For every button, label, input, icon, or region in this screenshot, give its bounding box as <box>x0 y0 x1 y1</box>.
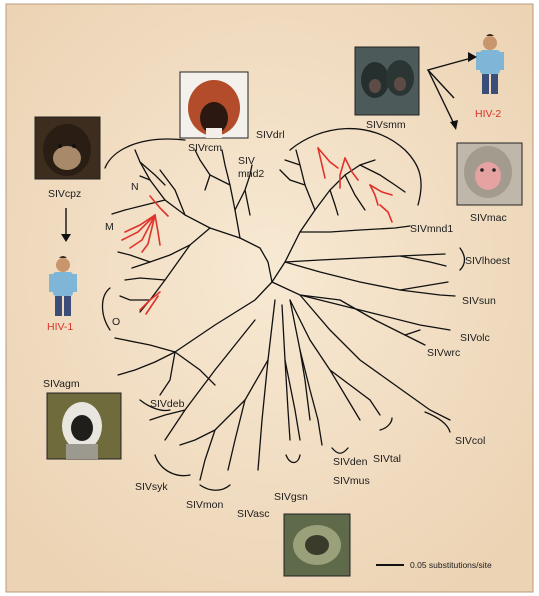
macaque-photo <box>456 142 523 206</box>
label-sivolc: SIVolc <box>460 332 490 344</box>
taxon-labels: SIVcpz HIV-1 N M O SIVrcm SIV mnd2 SIVdr… <box>43 108 510 570</box>
human-figure-hiv2 <box>476 34 504 94</box>
label-group-m: M <box>105 221 114 233</box>
label-sivcpz: SIVcpz <box>48 188 81 200</box>
label-sivmus: SIVmus <box>333 475 370 487</box>
label-group-n: N <box>131 181 139 193</box>
sooty-mangabey-photo <box>354 46 420 116</box>
label-sivmon: SIVmon <box>186 499 224 511</box>
label-sivsun: SIVsun <box>462 295 496 307</box>
label-sivasc: SIVasc <box>237 508 269 520</box>
label-sivsyk: SIVsyk <box>135 481 168 493</box>
label-sivmnd2-line1: SIV <box>238 155 255 167</box>
chimpanzee-photo <box>34 116 101 180</box>
label-hiv2: HIV-2 <box>475 108 501 120</box>
vervet-photo <box>46 392 122 460</box>
label-sivgsn: SIVgsn <box>274 491 308 503</box>
label-sivsmm: SIVsmm <box>366 119 406 131</box>
label-sivwrc: SIVwrc <box>427 347 460 359</box>
red-capped-mangabey-photo <box>179 71 249 139</box>
figure-background <box>5 3 534 593</box>
colobus-photo <box>283 513 351 577</box>
tree-branches <box>101 127 466 491</box>
human-figure-hiv1 <box>49 256 77 316</box>
label-sivmac: SIVmac <box>470 212 507 224</box>
label-hiv1: HIV-1 <box>47 321 73 333</box>
transmission-arrows <box>61 52 477 242</box>
hiv-branches <box>121 147 393 315</box>
label-sivmnd2-line2: mnd2 <box>238 168 264 180</box>
label-sivdeb: SIVdeb <box>150 398 185 410</box>
scale-bar-label: 0.05 substitutions/site <box>410 560 492 570</box>
label-sivden: SIVden <box>333 456 368 468</box>
label-sivtal: SIVtal <box>373 453 401 465</box>
label-sivcol: SIVcol <box>455 435 485 447</box>
label-group-o: O <box>112 316 120 328</box>
label-sivmnd1: SIVmnd1 <box>410 223 453 235</box>
label-sivdrl: SIVdrl <box>256 129 285 141</box>
label-sivlhoest: SIVlhoest <box>465 255 510 267</box>
label-sivrcm: SIVrcm <box>188 142 222 154</box>
label-sivagm: SIVagm <box>43 378 80 390</box>
